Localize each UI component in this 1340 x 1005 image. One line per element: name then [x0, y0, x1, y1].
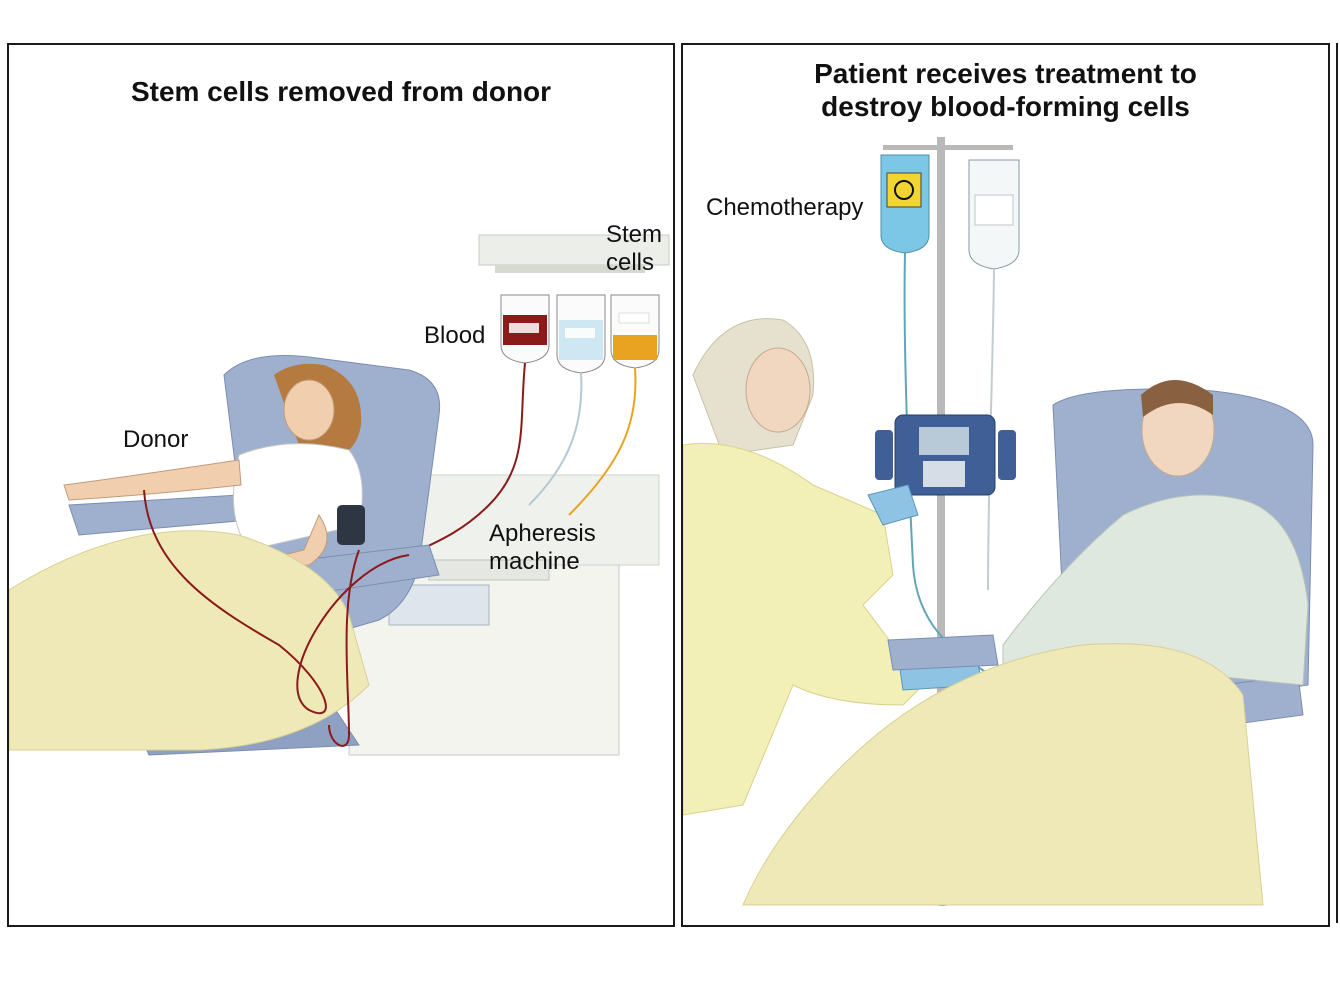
donor-arm-tube: [143, 489, 410, 715]
patient-illustration: [683, 137, 1314, 907]
next-panel-edge: [1336, 43, 1340, 923]
iv-hook-bar: [883, 145, 1013, 150]
blood-tube: [408, 362, 526, 556]
donor-label: Donor: [123, 426, 189, 453]
stem-cells-label-line1: Stem: [606, 221, 663, 248]
plasma-bag: [556, 294, 606, 374]
apheresis-machine-top: [408, 474, 660, 566]
stem-cell-tube: [568, 367, 637, 516]
patient-panel-title-line2: destroy blood-forming cells: [821, 91, 1190, 122]
stem-cells-label-line2: cells: [606, 249, 655, 276]
donor-figure: [63, 363, 365, 568]
patient-panel: Patient receives treatment to destroy bl…: [681, 43, 1330, 927]
iv-rail: [495, 265, 645, 273]
plasma-tube: [528, 372, 583, 506]
donor-illustration: [9, 234, 670, 756]
patient-blanket: [742, 643, 1264, 906]
donor-return-tube: [328, 549, 360, 747]
chemotherapy-label: Chemotherapy: [706, 194, 864, 221]
infusion-pump: [875, 414, 1016, 496]
apheresis-label-line2: machine: [489, 548, 580, 575]
patient-figure: [1002, 380, 1309, 696]
chemotherapy-bag: [880, 154, 930, 254]
equipment-shelf: [478, 234, 670, 266]
blood-label: Blood: [424, 322, 486, 349]
donor-panel-title: Stem cells removed from donor: [130, 76, 552, 107]
biohazard-icon: [894, 180, 914, 200]
donor-blanket: [9, 530, 370, 751]
bp-cuff: [337, 505, 365, 545]
patient-panel-title: Patient receives treatment to destroy bl…: [683, 57, 1328, 123]
patient-panel-title-line1: Patient receives treatment to: [814, 58, 1197, 89]
apheresis-label-line1: Apheresis: [489, 520, 596, 547]
saline-bag: [968, 159, 1020, 270]
nurse-figure: [683, 318, 984, 816]
donor-panel: Stem cells removed from donor: [7, 43, 675, 927]
blood-bag: [500, 294, 550, 364]
stem-cell-bag: [610, 294, 660, 369]
